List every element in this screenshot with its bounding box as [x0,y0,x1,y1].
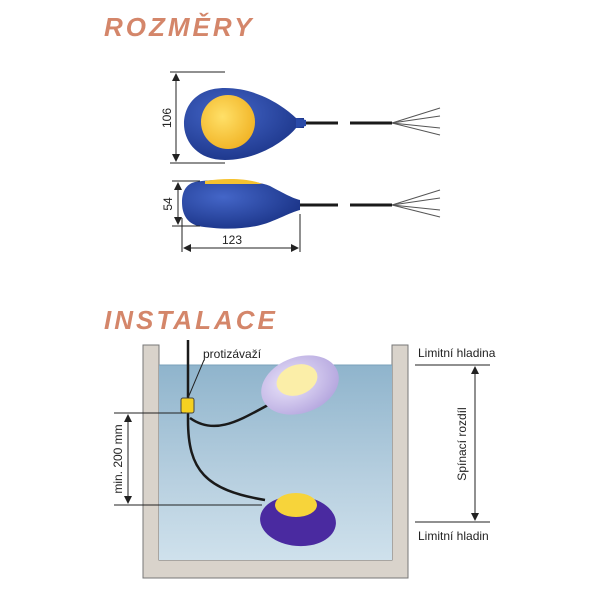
switching-difference-label: Spínací rozdíl [455,407,469,480]
level-dimension [415,364,490,523]
counterweight-leader [187,359,205,399]
lower-level-label: Limitní hladin [418,529,489,543]
dimension-height-side: 54 [161,197,175,211]
float-top-view [184,88,306,160]
wire-ends-top-icon [391,107,441,136]
counterweight-icon [180,397,195,414]
counterweight-label: protizávaží [203,347,262,361]
dimension-height-top: 106 [160,108,174,128]
installation-heading: INSTALACE [104,305,278,335]
wire-ends-side-icon [391,189,441,218]
installation-cables [186,340,269,502]
dimensions-heading: ROZMĚRY [104,12,255,42]
float-upper-icon [261,355,339,415]
float-cap [201,95,255,149]
min-distance-label: min. 200 mm [111,424,125,493]
dimension-lines [170,71,301,252]
float-lower-icon [260,493,336,547]
upper-level-label: Limitní hladina [418,346,496,360]
dimension-length: 123 [222,233,242,247]
min-distance-dimension [114,412,262,506]
float-side-view [182,179,300,229]
